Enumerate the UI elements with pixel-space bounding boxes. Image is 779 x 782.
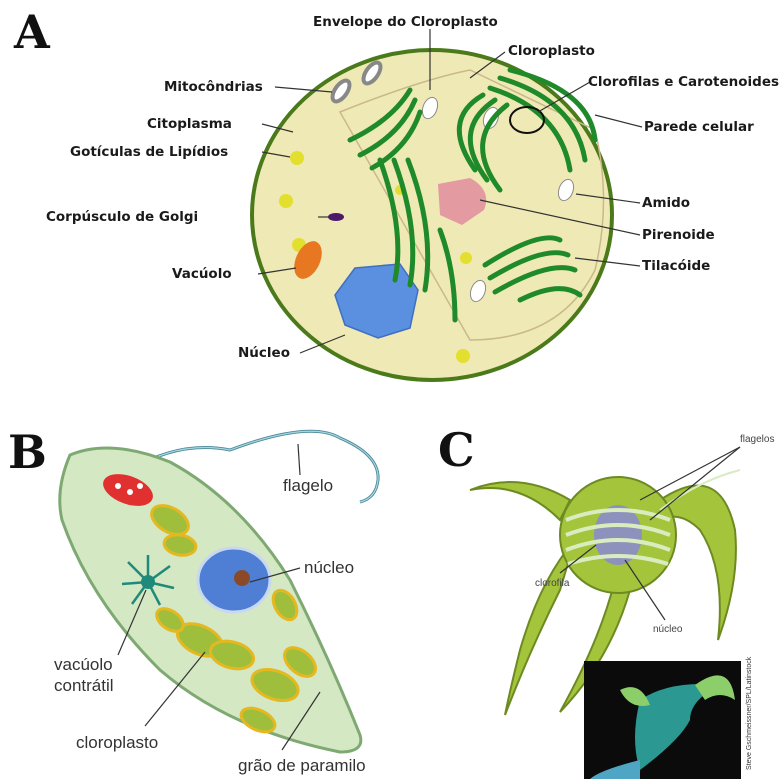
label-flagellum: flagelo — [283, 476, 333, 495]
label-dinoflagellate-nucleus: núcleo — [653, 624, 683, 635]
label-contractile-vacuole-1: vacúolo — [54, 655, 113, 674]
panel-c: C flagelos clorofila núcleo — [438, 423, 774, 779]
panel-b-letter: B — [8, 425, 47, 479]
dinoflagellate-horn — [505, 540, 575, 715]
label-paramylon: grão de paramilo — [238, 756, 366, 775]
label-euglena-nucleus: núcleo — [304, 558, 354, 577]
nucleolus — [234, 570, 250, 586]
lipid-droplet — [456, 349, 470, 363]
label-euglena-chloroplast: cloroplasto — [76, 733, 158, 752]
panel-a-letter: A — [13, 5, 51, 59]
label-cytoplasm: Citoplasma — [147, 116, 232, 132]
dinoflagellate-horn — [470, 482, 570, 520]
label-thylakoid: Tilacóide — [642, 258, 710, 274]
panel-a: A — [13, 5, 779, 380]
panel-b: B — [8, 425, 378, 775]
lipid-droplet — [460, 252, 472, 264]
label-chloroplast: Cloroplasto — [508, 43, 595, 59]
label-contractile-vacuole-2: contrátil — [54, 676, 114, 695]
label-golgi: Corpúsculo de Golgi — [46, 209, 198, 225]
label-pyrenoid: Pirenoide — [642, 227, 715, 243]
label-starch: Amido — [642, 195, 690, 211]
golgi-body — [328, 213, 344, 221]
dinoflagellate-horn — [660, 485, 736, 640]
label-chloroplast-envelope: Envelope do Cloroplasto — [313, 14, 498, 30]
lipid-droplet — [290, 151, 304, 165]
label-lipid-droplets: Gotículas de Lipídios — [70, 144, 228, 160]
label-nucleus: Núcleo — [238, 345, 290, 361]
label-cell-wall: Parede celular — [644, 119, 754, 135]
label-flagella: flagelos — [740, 434, 774, 445]
photo-credit: Steve Gschmeissner/SPL/Latinstock — [746, 656, 753, 770]
label-chlorophyll: clorofila — [535, 578, 570, 589]
label-vacuole: Vacúolo — [172, 266, 232, 282]
panel-c-letter: C — [438, 423, 475, 477]
sem-micrograph — [584, 661, 741, 779]
lipid-droplet — [279, 194, 293, 208]
label-mitochondria: Mitocôndrias — [164, 79, 263, 95]
label-pigments: Clorofilas e Carotenoides — [588, 74, 779, 90]
